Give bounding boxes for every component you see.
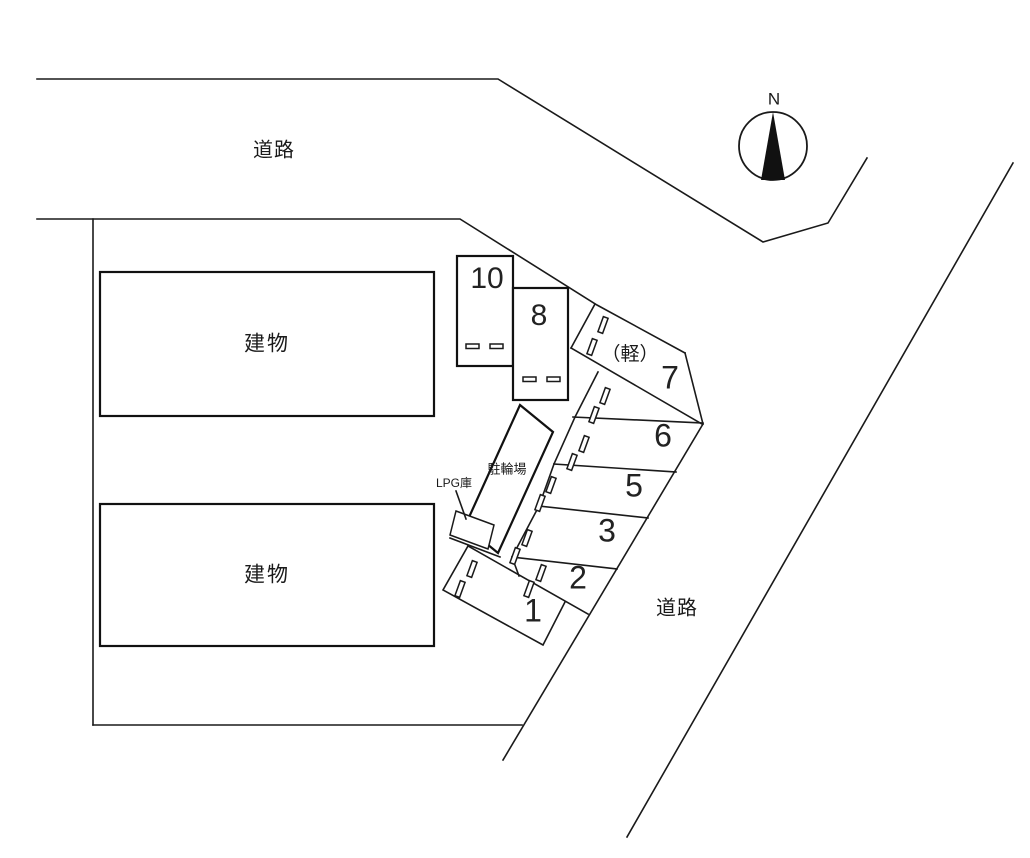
- space-8-number: 8: [531, 299, 548, 332]
- wheel-stop-mark: [489, 343, 504, 350]
- wheel-stop-mark: [585, 337, 599, 357]
- space-6-number: 6: [654, 417, 672, 453]
- lpg-storage-label: LPG庫: [436, 476, 472, 490]
- compass-north-needle: [761, 112, 785, 180]
- space-2-number: 2: [569, 559, 587, 595]
- building-upper-label: 建物: [244, 333, 290, 356]
- boundary-lines: [36, 78, 1015, 839]
- building-lower: [98, 502, 436, 648]
- divider-2-1: [466, 544, 590, 616]
- divider-5-3: [538, 505, 649, 519]
- space-3-number: 3: [598, 512, 616, 548]
- wheel-stop-mark: [587, 405, 601, 425]
- lpg-storage-base-line: [448, 536, 502, 559]
- building-lower-label: 建物: [244, 564, 290, 587]
- compass: N: [738, 89, 808, 181]
- top-road-upper-edge: [36, 78, 869, 243]
- space7-inner-divider: [569, 346, 704, 426]
- bicycle-parking-outline: [463, 403, 555, 555]
- space-7-number: 7: [661, 359, 679, 395]
- road-label-top: 道路: [253, 138, 295, 161]
- wheel-stop-mark: [534, 563, 548, 583]
- wheel-stop-mark: [520, 528, 534, 548]
- wheel-stop-mark: [465, 559, 479, 579]
- divider-6-5: [553, 463, 677, 473]
- wheel-stop-mark: [546, 376, 561, 383]
- wheel-stop-mark: [453, 579, 467, 599]
- wheel-stop-mark: [508, 546, 522, 566]
- wheel-stop-mark: [465, 343, 480, 350]
- wheel-stop-mark: [598, 386, 612, 406]
- wheel-stop-mark: [577, 434, 591, 454]
- space-5-number: 5: [625, 467, 643, 503]
- wheel-stop-mark: [596, 315, 610, 335]
- wheel-stop-mark: [565, 452, 579, 472]
- lpg-storage-outline: [449, 510, 495, 550]
- building-upper: [98, 270, 436, 418]
- divider-3-2: [511, 556, 618, 570]
- strip-left-edge-6: [552, 415, 577, 466]
- parking-strip-lines: [441, 302, 704, 647]
- space-7-kei-tag: （軽）: [601, 343, 658, 365]
- wheel-stop-marks: [453, 315, 612, 599]
- wheel-stop-mark: [544, 475, 558, 495]
- space6-left-edge: [573, 370, 600, 419]
- space1-outline: [441, 544, 567, 647]
- top-road-lower-edge: [36, 218, 687, 355]
- wheel-stop-mark: [522, 579, 536, 599]
- bicycle-parking-label: 駐輪場: [487, 461, 526, 476]
- wheel-stop-mark: [522, 376, 537, 383]
- space7-left-edge: [569, 302, 597, 350]
- space-10-number: 10: [470, 262, 503, 295]
- lpg-label-pointer-line: [454, 489, 468, 521]
- east-road-right-edge: [625, 161, 1015, 839]
- compass-north-label: N: [768, 89, 780, 108]
- space7-right-edge: [684, 352, 704, 425]
- space-1-number: 1: [524, 592, 542, 628]
- road-label-east: 道路: [656, 596, 698, 619]
- east-road-left-edge: [501, 422, 705, 762]
- wheel-stop-mark: [533, 493, 547, 513]
